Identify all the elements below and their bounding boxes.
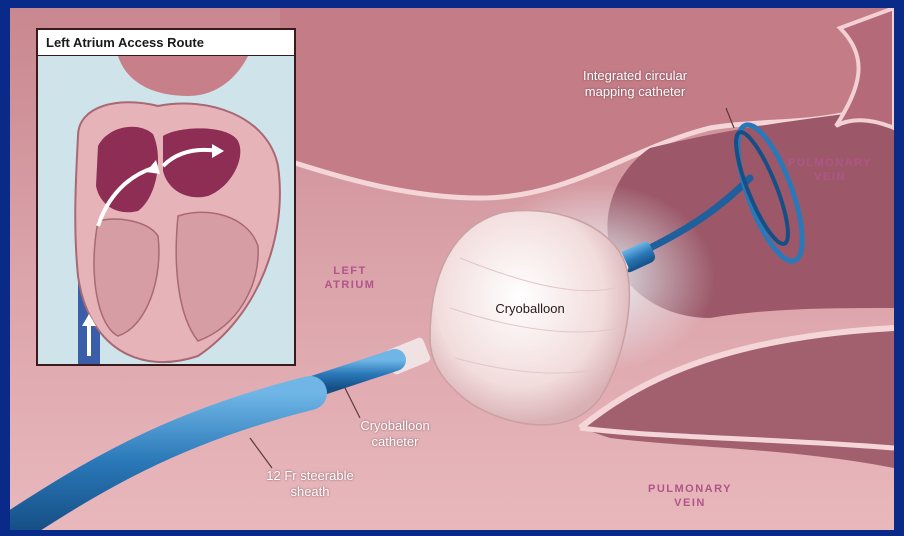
inset-title: Left Atrium Access Route	[38, 30, 294, 56]
steerable-sheath-label: 12 Fr steerable sheath	[250, 468, 370, 500]
inset-panel: Left Atrium Access Route	[36, 28, 296, 366]
cryoballoon-label: Cryoballoon	[480, 301, 580, 317]
mapping-catheter-label: Integrated circular mapping catheter	[565, 68, 705, 100]
left-atrium-label: LEFT ATRIUM	[310, 264, 390, 292]
pulmonary-vein-lower-label: PULMONARY VEIN	[640, 482, 740, 510]
cryoballoon-illustration: Integrated circular mapping catheter Cry…	[10, 8, 894, 530]
pulmonary-vein-upper-label: PULMONARY VEIN	[780, 156, 880, 184]
heart-cross-section	[38, 56, 294, 364]
cryoballoon	[430, 210, 629, 424]
cryoballoon-catheter-label: Cryoballoon catheter	[350, 418, 440, 450]
